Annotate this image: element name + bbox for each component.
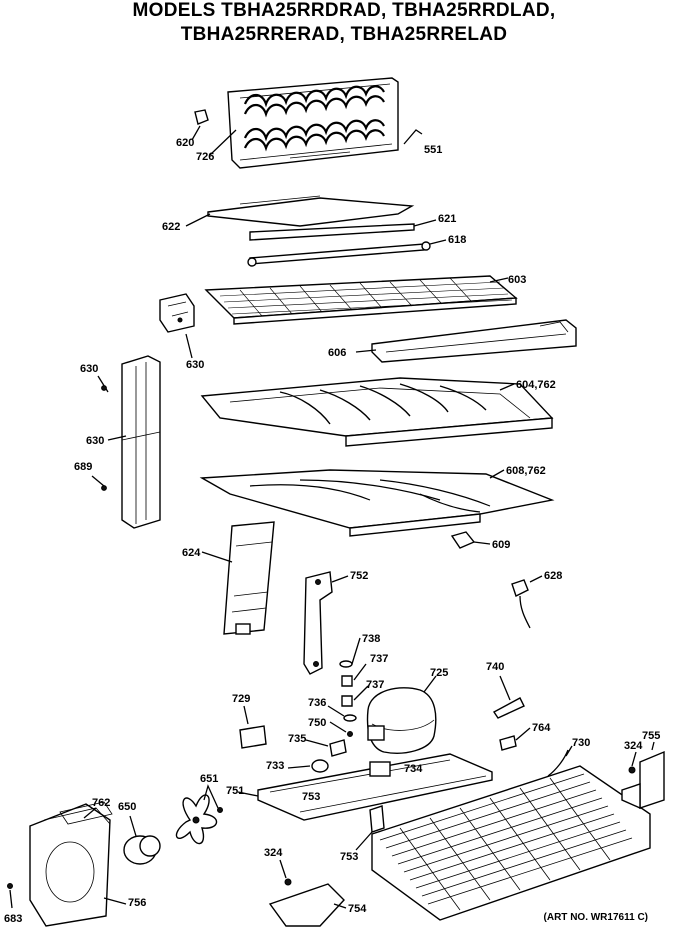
label-608-762: 608,762 [506, 465, 546, 477]
fan-blade-651 [175, 794, 218, 845]
compressor-725 [366, 687, 437, 754]
label-725: 725 [430, 667, 448, 679]
label-750: 750 [308, 717, 326, 729]
label-736: 736 [308, 697, 326, 709]
label-754: 754 [348, 903, 367, 915]
label-604-762: 604,762 [516, 379, 556, 391]
condenser-730 [371, 749, 651, 921]
cover-plate-622 [207, 195, 415, 227]
label-621: 621 [438, 213, 456, 225]
fan-shroud-756 [29, 801, 113, 927]
relay-729 [239, 725, 267, 749]
washer-736 [343, 714, 357, 737]
bracket-630-small [159, 293, 195, 333]
label-735: 735 [288, 733, 306, 745]
label-726: 726 [196, 151, 214, 163]
label-733: 733 [266, 760, 284, 772]
label-609: 609 [492, 539, 510, 551]
label-737-a: 737 [370, 653, 388, 665]
label-753-a: 753 [302, 791, 320, 803]
label-651: 651 [200, 773, 218, 785]
duct-624 [223, 521, 275, 635]
diagram-title-line2: TBHA25RRERAD, TBHA25RRELAD [180, 24, 508, 45]
label-755: 755 [642, 730, 660, 742]
label-603: 603 [508, 274, 526, 286]
grommets-737-738 [339, 660, 353, 707]
part-735 [329, 739, 347, 757]
label-740: 740 [486, 661, 504, 673]
bracket-753 [369, 805, 385, 833]
label-729: 729 [232, 693, 250, 705]
damper-609 [450, 531, 476, 549]
label-738: 738 [362, 633, 380, 645]
rod-618 [247, 241, 431, 267]
label-624: 624 [182, 547, 201, 559]
clip-740 [492, 697, 525, 719]
clip-620 [194, 109, 209, 125]
tray-608 [199, 469, 555, 537]
bracket-752 [303, 571, 333, 675]
label-324-b: 324 [264, 847, 283, 859]
label-764: 764 [532, 722, 551, 734]
label-734: 734 [404, 763, 423, 775]
label-620: 620 [176, 137, 194, 149]
screw-324-a [628, 766, 636, 774]
label-628: 628 [544, 570, 562, 582]
evaporator-coil-726 [227, 77, 399, 169]
label-622: 622 [162, 221, 180, 233]
label-737-b: 737 [366, 679, 384, 691]
label-730: 730 [572, 737, 590, 749]
label-753-b: 753 [340, 851, 358, 863]
art-number: (ART NO. WR17611 C) [543, 912, 648, 923]
screw-324-b [284, 878, 292, 886]
clip-764 [499, 735, 517, 751]
bracket-754 [268, 883, 345, 927]
label-762: 762 [92, 797, 110, 809]
label-650: 650 [118, 801, 136, 813]
base-pan-751 [257, 753, 493, 821]
diagram-title-line1: MODELS TBHA25RRDRAD, TBHA25RRDLAD, [132, 0, 556, 21]
label-751: 751 [226, 785, 244, 797]
rail-621 [249, 223, 415, 241]
shelf-603 [204, 275, 518, 325]
label-752: 752 [350, 570, 368, 582]
label-618: 618 [448, 234, 466, 246]
label-630-a: 630 [80, 363, 98, 375]
label-630-b: 630 [186, 359, 204, 371]
bracket-755 [621, 750, 665, 810]
label-756: 756 [128, 897, 146, 909]
label-630-c: 630 [86, 435, 104, 447]
label-551: 551 [424, 144, 442, 156]
fan-motor-650 [123, 835, 161, 865]
screw-683 [7, 883, 13, 889]
channel-630-vertical [121, 355, 161, 529]
part-733 [311, 759, 329, 773]
label-606: 606 [328, 347, 346, 359]
label-683: 683 [4, 913, 22, 925]
label-689: 689 [74, 461, 92, 473]
trim-606 [371, 319, 577, 363]
tray-604 [200, 377, 554, 447]
label-324-a: 324 [624, 740, 643, 752]
harness-628 [511, 579, 531, 629]
